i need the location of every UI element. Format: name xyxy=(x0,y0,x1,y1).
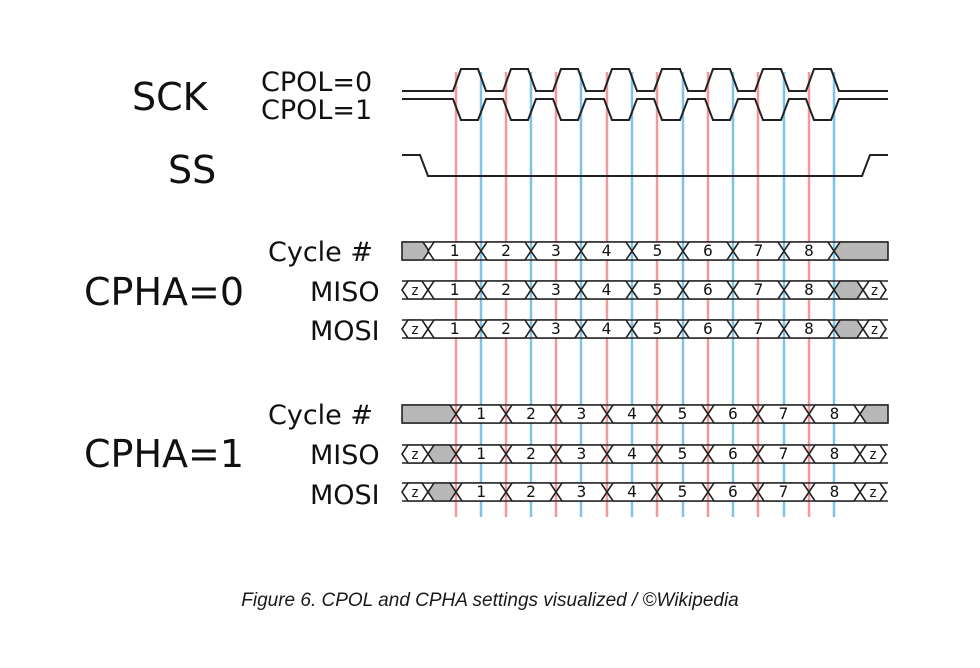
cpha0-cycle-row: 1 2 3 4 5 6 7 8 xyxy=(401,241,889,261)
sck-label: SCK xyxy=(132,75,209,119)
bit-5-label: 5 xyxy=(653,241,663,260)
cpha1-mosi-row: z 1 2 3 4 5 6 7 8 z xyxy=(401,482,888,502)
bit-1-label: 1 xyxy=(450,241,460,260)
z-right-cell xyxy=(862,319,887,339)
bit-8-label: 8 xyxy=(804,241,814,260)
cpha1-label: CPHA=1 xyxy=(84,432,244,476)
bit-7-label: 7 xyxy=(754,241,764,260)
z-right-cell xyxy=(859,482,887,502)
cpol1-label: CPOL=1 xyxy=(261,95,372,126)
bit-6-label: 6 xyxy=(728,444,738,463)
cpha0-mosi-row: z 1 2 3 4 5 6 7 8 z xyxy=(401,319,888,339)
bit-6-label: 6 xyxy=(703,241,713,260)
bit-3-label: 3 xyxy=(577,404,587,423)
bit-3-label: 3 xyxy=(551,280,561,299)
bit-4-label: 4 xyxy=(627,482,637,501)
bit-2-label: 2 xyxy=(501,280,511,299)
bit-8-label: 8 xyxy=(804,280,814,299)
bus-idle-shade-left xyxy=(401,241,430,261)
bit-2-label: 2 xyxy=(501,319,511,338)
cpha1-miso-row: z 1 2 3 4 5 6 7 8 z xyxy=(401,444,888,464)
bus-idle-shade-right xyxy=(833,280,864,300)
cpha1-mosi-label: MOSI xyxy=(310,480,380,511)
bit-6-label: 6 xyxy=(703,319,713,338)
bus-idle-shade-left xyxy=(401,404,457,424)
bit-5-label: 5 xyxy=(678,444,688,463)
cpha0-mosi-label: MOSI xyxy=(310,316,380,347)
bit-3-label: 3 xyxy=(551,241,561,260)
bit-7-label: 7 xyxy=(779,444,789,463)
cpha0-label: CPHA=0 xyxy=(84,270,244,314)
sck-cpol0-waveform xyxy=(402,68,888,92)
bit-3-label: 3 xyxy=(551,319,561,338)
bit-3-label: 3 xyxy=(577,482,587,501)
z-right-label: z xyxy=(869,485,877,501)
bit-2-label: 2 xyxy=(526,482,536,501)
bit-4-label: 4 xyxy=(602,319,612,338)
bit-2-label: 2 xyxy=(501,241,511,260)
ss-waveform xyxy=(402,154,888,177)
bit-7-label: 7 xyxy=(754,280,764,299)
z-right-label: z xyxy=(870,283,878,299)
bit-8-label: 8 xyxy=(830,482,840,501)
z-right-label: z xyxy=(870,322,878,338)
bit-2-label: 2 xyxy=(526,404,536,423)
bit-5-label: 5 xyxy=(653,280,663,299)
bit-4-label: 4 xyxy=(627,444,637,463)
bit-4-label: 4 xyxy=(602,241,612,260)
bit-5-label: 5 xyxy=(678,404,688,423)
bit-7-label: 7 xyxy=(779,482,789,501)
bus-idle-shade-right xyxy=(859,404,889,424)
cpha0-miso-row: z 1 2 3 4 5 6 7 8 z xyxy=(401,280,888,300)
ss-label: SS xyxy=(168,148,216,192)
cpha1-miso-label: MISO xyxy=(310,440,380,471)
bit-3-label: 3 xyxy=(577,444,587,463)
bit-1-label: 1 xyxy=(476,482,486,501)
cpol0-label: CPOL=0 xyxy=(261,67,372,98)
z-right-label: z xyxy=(869,447,877,463)
bit-6-label: 6 xyxy=(703,280,713,299)
bus-idle-shade-right xyxy=(833,319,864,339)
bit-1-label: 1 xyxy=(476,404,486,423)
bit-5-label: 5 xyxy=(678,482,688,501)
bit-5-label: 5 xyxy=(653,319,663,338)
z-left-cell xyxy=(401,482,429,502)
bus-idle-shade-right xyxy=(833,241,889,261)
bit-7-label: 7 xyxy=(754,319,764,338)
bit-1-label: 1 xyxy=(450,319,460,338)
cpha0-cycle-label: Cycle # xyxy=(268,237,373,268)
cpha1-cycle-row: 1 2 3 4 5 6 7 8 xyxy=(401,404,889,424)
z-left-label: z xyxy=(411,283,419,299)
bit-2-label: 2 xyxy=(526,444,536,463)
bit-4-label: 4 xyxy=(602,280,612,299)
bit-6-label: 6 xyxy=(728,482,738,501)
bit-8-label: 8 xyxy=(804,319,814,338)
bit-1-label: 1 xyxy=(476,444,486,463)
bit-6-label: 6 xyxy=(728,404,738,423)
figure-caption: Figure 6. CPOL and CPHA settings visuali… xyxy=(241,590,739,611)
z-left-label: z xyxy=(411,447,419,463)
bit-7-label: 7 xyxy=(779,404,789,423)
bit-8-label: 8 xyxy=(830,404,840,423)
z-left-label: z xyxy=(411,485,419,501)
z-left-cell xyxy=(401,444,429,464)
sck-cpol1-waveform xyxy=(402,98,888,121)
bit-1-label: 1 xyxy=(450,280,460,299)
z-right-cell xyxy=(862,280,887,300)
bus-idle-shade-left xyxy=(427,444,457,464)
z-right-cell xyxy=(859,444,887,464)
bus-idle-shade-left xyxy=(427,482,457,502)
bit-4-label: 4 xyxy=(627,404,637,423)
cpha0-miso-label: MISO xyxy=(310,277,380,308)
cpha1-cycle-label: Cycle # xyxy=(268,400,373,431)
z-left-label: z xyxy=(411,322,419,338)
bit-8-label: 8 xyxy=(830,444,840,463)
